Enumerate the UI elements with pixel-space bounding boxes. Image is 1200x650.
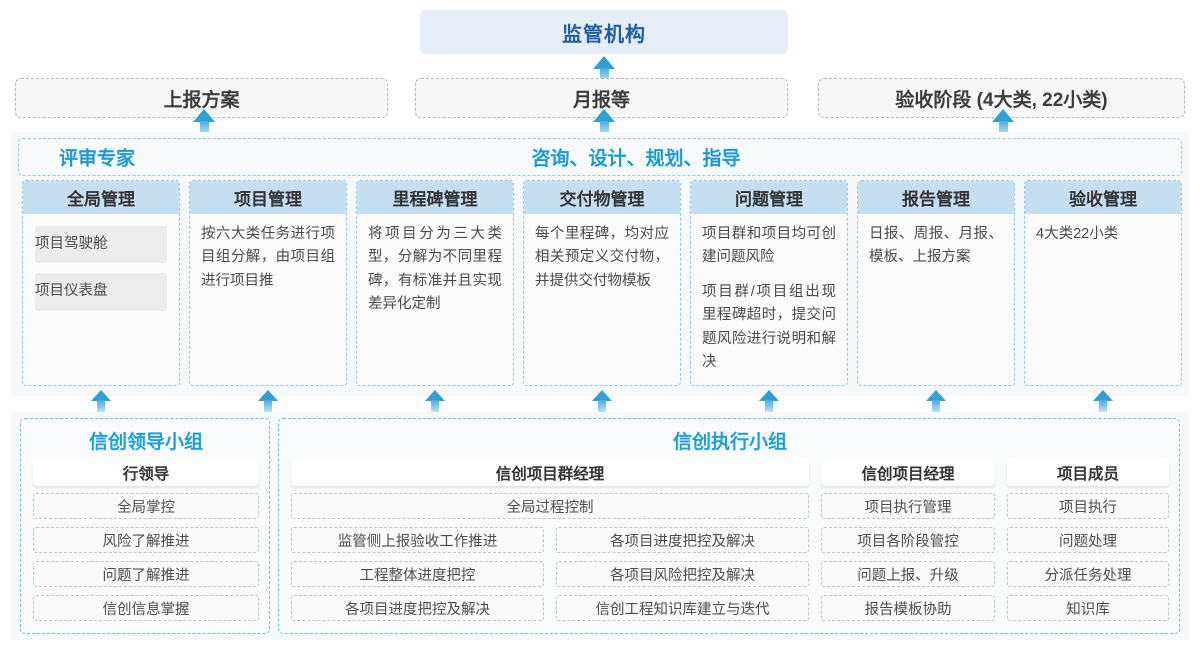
card-text-5-0: 日报、周报、月报、模板、上报方案	[869, 226, 1003, 266]
leadership-group-title: 信创领导小组	[88, 432, 203, 453]
card-body-2: 将项目分为三大类型，分解为不同里程碑，有标准并且实现差异化定制	[357, 214, 513, 323]
card-title-2: 里程碑管理	[357, 181, 513, 214]
project-member-cell-1[interactable]: 问题处理	[1007, 527, 1169, 553]
card-body-5: 日报、周报、月报、模板、上报方案	[858, 214, 1014, 276]
leadership-cell-1[interactable]: 风险了解推进	[33, 527, 259, 553]
program-manager-cell-right-1[interactable]: 各项目风险把控及解决	[556, 561, 809, 587]
consulting-label: 咨询、设计、规划、指导	[531, 148, 741, 170]
role-head-project-member[interactable]: 项目成员	[1007, 459, 1169, 486]
capability-panel-header: 评审专家 咨询、设计、规划、指导	[18, 138, 1182, 176]
role-head-program-manager[interactable]: 信创项目群经理	[291, 459, 809, 486]
capability-panel: 评审专家 咨询、设计、规划、指导 全局管理 项目驾驶舱 项目仪表盘 项目管理 按…	[10, 132, 1190, 396]
card-title-5: 报告管理	[858, 181, 1014, 214]
channel-label-2: 验收阶段 (4大类, 22小类)	[895, 89, 1108, 111]
leadership-cell-3[interactable]: 信创信息掌握	[33, 595, 259, 621]
card-body-1: 按六大类任务进行项目组分解，由项目组进行项目推	[190, 214, 346, 299]
review-experts-label: 评审专家	[59, 148, 136, 170]
project-manager-cell-3[interactable]: 报告模板协助	[821, 595, 995, 621]
card-title-0: 全局管理	[23, 181, 179, 214]
project-manager-cell-1[interactable]: 项目各阶段管控	[821, 527, 995, 553]
regulator-banner: 监管机构	[420, 10, 788, 54]
project-manager-cell-0[interactable]: 项目执行管理	[821, 493, 995, 519]
card-title-1: 项目管理	[190, 181, 346, 214]
card-text-3-0: 每个里程碑，均对应相关预定义交付物，并提供交付物模板	[535, 226, 669, 289]
card-body-6: 4大类22小类	[1025, 214, 1181, 252]
leadership-cell-2[interactable]: 问题了解推进	[33, 561, 259, 587]
capability-card-project-management[interactable]: 项目管理 按六大类任务进行项目组分解，由项目组进行项目推	[189, 180, 347, 386]
card-title-3: 交付物管理	[524, 181, 680, 214]
card-text-6-0: 4大类22小类	[1036, 226, 1119, 242]
program-manager-cell-full[interactable]: 全局过程控制	[291, 493, 809, 519]
project-member-cell-0[interactable]: 项目执行	[1007, 493, 1169, 519]
leadership-cell-0[interactable]: 全局掌控	[33, 493, 259, 519]
program-manager-cell-left-0[interactable]: 监管侧上报验收工作推进	[291, 527, 544, 553]
card-body-4: 项目群和项目均可创建问题风险 项目群/项目组出现里程碑超时，提交问题风险进行说明…	[691, 214, 847, 381]
project-member-cell-2[interactable]: 分派任务处理	[1007, 561, 1169, 587]
capability-card-issue-management[interactable]: 问题管理 项目群和项目均可创建问题风险 项目群/项目组出现里程碑超时，提交问题风…	[690, 180, 848, 386]
leadership-group-panel: 信创领导小组 行领导 全局掌控 风险了解推进 问题了解推进 信创信息掌握	[20, 418, 270, 634]
program-manager-cell-right-0[interactable]: 各项目进度把控及解决	[556, 527, 809, 553]
role-head-project-manager[interactable]: 信创项目经理	[821, 459, 995, 486]
program-manager-cell-left-1[interactable]: 工程整体进度把控	[291, 561, 544, 587]
capability-card-milestone-management[interactable]: 里程碑管理 将项目分为三大类型，分解为不同里程碑，有标准并且实现差异化定制	[356, 180, 514, 386]
card-pill-0-0[interactable]: 项目驾驶舱	[35, 226, 167, 264]
channel-label-1: 月报等	[572, 89, 630, 111]
regulator-label: 监管机构	[562, 23, 646, 46]
card-title-4: 问题管理	[691, 181, 847, 214]
channel-label-0: 上报方案	[163, 89, 240, 111]
card-text-4-0: 项目群和项目均可创建问题风险	[702, 226, 836, 266]
capability-card-deliverable-management[interactable]: 交付物管理 每个里程碑，均对应相关预定义交付物，并提供交付物模板	[523, 180, 681, 386]
card-pill-0-1[interactable]: 项目仪表盘	[35, 273, 167, 311]
card-body-0: 项目驾驶舱 项目仪表盘	[23, 214, 179, 333]
card-text-1-0: 按六大类任务进行项目组分解，由项目组进行项目推	[201, 226, 335, 289]
capability-card-acceptance-management[interactable]: 验收管理 4大类22小类	[1024, 180, 1182, 386]
teams-region: 信创领导小组 行领导 全局掌控 风险了解推进 问题了解推进 信创信息掌握 信创执…	[10, 412, 1190, 640]
execution-group-title: 信创执行小组	[672, 432, 787, 453]
role-head-bank-leader[interactable]: 行领导	[33, 459, 259, 486]
program-manager-cell-left-2[interactable]: 各项目进度把控及解决	[291, 595, 544, 621]
card-title-6: 验收管理	[1025, 181, 1181, 214]
program-manager-cell-right-2[interactable]: 信创工程知识库建立与迭代	[556, 595, 809, 621]
capability-card-global-management[interactable]: 全局管理 项目驾驶舱 项目仪表盘	[22, 180, 180, 386]
project-member-cell-3[interactable]: 知识库	[1007, 595, 1169, 621]
execution-group-panel: 信创执行小组 信创项目群经理 全局过程控制 监管侧上报验收工作推进 工程整体进度…	[278, 418, 1180, 634]
channel-box-acceptance-stage: 验收阶段 (4大类, 22小类)	[818, 78, 1185, 118]
channel-box-monthly-report: 月报等	[415, 78, 788, 118]
capability-card-report-management[interactable]: 报告管理 日报、周报、月报、模板、上报方案	[857, 180, 1015, 386]
channel-box-report-plan: 上报方案	[15, 78, 388, 118]
card-text-2-0: 将项目分为三大类型，分解为不同里程碑，有标准并且实现差异化定制	[368, 226, 502, 313]
project-manager-cell-2[interactable]: 问题上报、升级	[821, 561, 995, 587]
card-text-4-1: 项目群/项目组出现里程碑超时，提交问题风险进行说明和解决	[702, 283, 836, 371]
card-body-3: 每个里程碑，均对应相关预定义交付物，并提供交付物模板	[524, 214, 680, 299]
